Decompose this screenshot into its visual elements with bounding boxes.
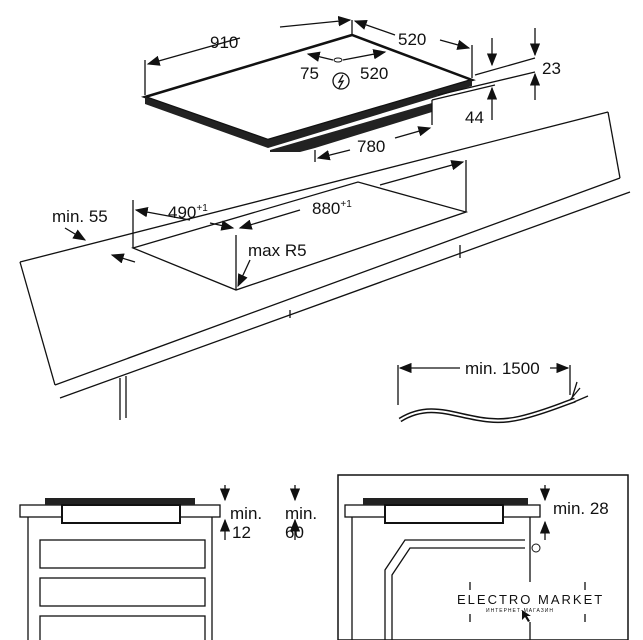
- hob-depth-label: 520: [398, 30, 426, 49]
- cable-length-label: min. 1500: [465, 359, 540, 378]
- bottom-width-label: 780: [357, 137, 385, 156]
- connection-left-label: 75: [300, 64, 319, 83]
- clearance-min-label: min.: [285, 504, 317, 523]
- cutout-width-label: 880+1: [312, 199, 352, 218]
- height-total-label: 44: [465, 108, 484, 127]
- svg-text:ELECTRO MARKET: ELECTRO MARKET: [457, 592, 604, 607]
- clearance-min-value: 60: [285, 523, 304, 542]
- svg-text:ИНТЕРНЕТ-МАГАЗИН: ИНТЕРНЕТ-МАГАЗИН: [486, 608, 554, 614]
- connection-right-label: 520: [360, 64, 388, 83]
- electro-market-watermark: ELECTRO MARKET ИНТЕРНЕТ-МАГАЗИН: [457, 582, 604, 622]
- countertop-drawing: 490+1 880+1 min. 55 max R5: [19, 111, 631, 420]
- hob-width-label: 910: [210, 33, 238, 52]
- section-left-drawing: min. 12 min. 60: [19, 485, 317, 640]
- gap-min-label: min.: [230, 504, 262, 523]
- height-top-label: 23: [542, 59, 561, 78]
- corner-radius-label: max R5: [248, 241, 307, 260]
- cursor-icon: [522, 610, 531, 622]
- electric-connection-icon: [332, 72, 350, 90]
- cable-drawing: min. 1500: [397, 359, 589, 424]
- front-margin-label: min. 55: [52, 207, 108, 226]
- hob-drawing: 910 520 75 520 23 44 780: [140, 15, 561, 162]
- cutout-depth-label: 490+1: [168, 203, 208, 222]
- gap-min-value: 12: [232, 523, 251, 542]
- gap-min-28-label: min. 28: [553, 499, 609, 518]
